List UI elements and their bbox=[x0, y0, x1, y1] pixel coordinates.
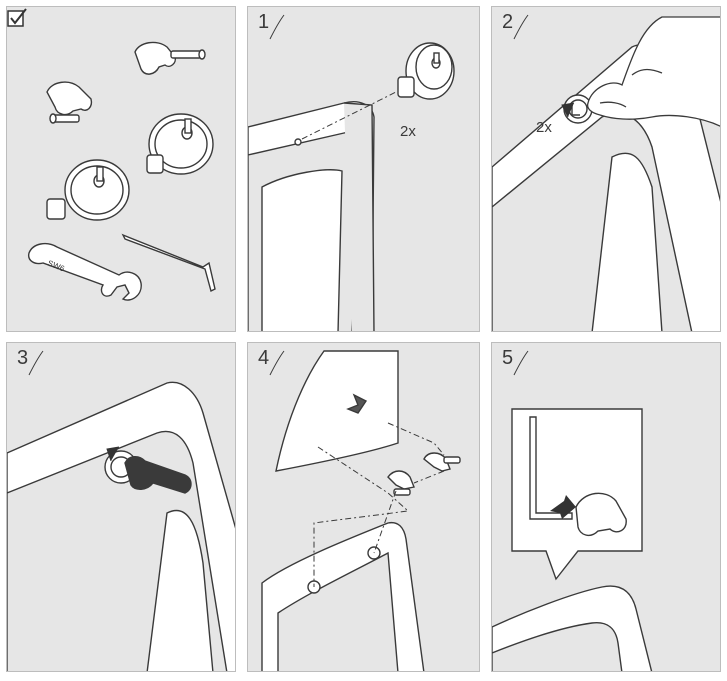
bracket-part bbox=[134, 41, 206, 75]
fixing-disc bbox=[46, 159, 130, 221]
step-number: 2 bbox=[502, 11, 514, 33]
wrench-icon bbox=[28, 242, 142, 301]
step-number: 4 bbox=[258, 347, 270, 369]
step-1-panel: 1 2x bbox=[247, 6, 480, 332]
parts-panel: SW6 bbox=[6, 6, 236, 332]
step-4-illustration bbox=[261, 350, 461, 671]
quantity-label: 2x bbox=[536, 119, 552, 136]
step-marker-icon bbox=[513, 350, 529, 376]
step-marker-icon bbox=[28, 350, 44, 376]
step-number: 3 bbox=[17, 347, 29, 369]
step-1-illustration bbox=[248, 42, 455, 331]
step-number: 5 bbox=[502, 347, 514, 369]
step-5-illustration bbox=[492, 408, 653, 671]
hand-icon bbox=[586, 16, 720, 127]
quantity-label: 2x bbox=[400, 123, 416, 140]
parts-illustration: SW6 bbox=[28, 41, 216, 301]
step-3-illustration bbox=[7, 381, 235, 671]
step-3-panel: 3 bbox=[6, 342, 236, 672]
step-marker-icon bbox=[513, 14, 529, 40]
step-2-illustration bbox=[492, 16, 720, 331]
step-marker-icon bbox=[269, 350, 285, 376]
step-marker-icon bbox=[269, 14, 285, 40]
step-5-panel: 5 bbox=[491, 342, 721, 672]
step-number: 1 bbox=[258, 11, 270, 33]
checkbox-icon bbox=[7, 8, 27, 27]
fixing-disc bbox=[146, 113, 214, 175]
step-4-panel: 4 bbox=[247, 342, 480, 672]
step-2-panel: 2 2x bbox=[491, 6, 721, 332]
bracket-part bbox=[46, 81, 93, 124]
hex-key-icon bbox=[121, 233, 216, 293]
